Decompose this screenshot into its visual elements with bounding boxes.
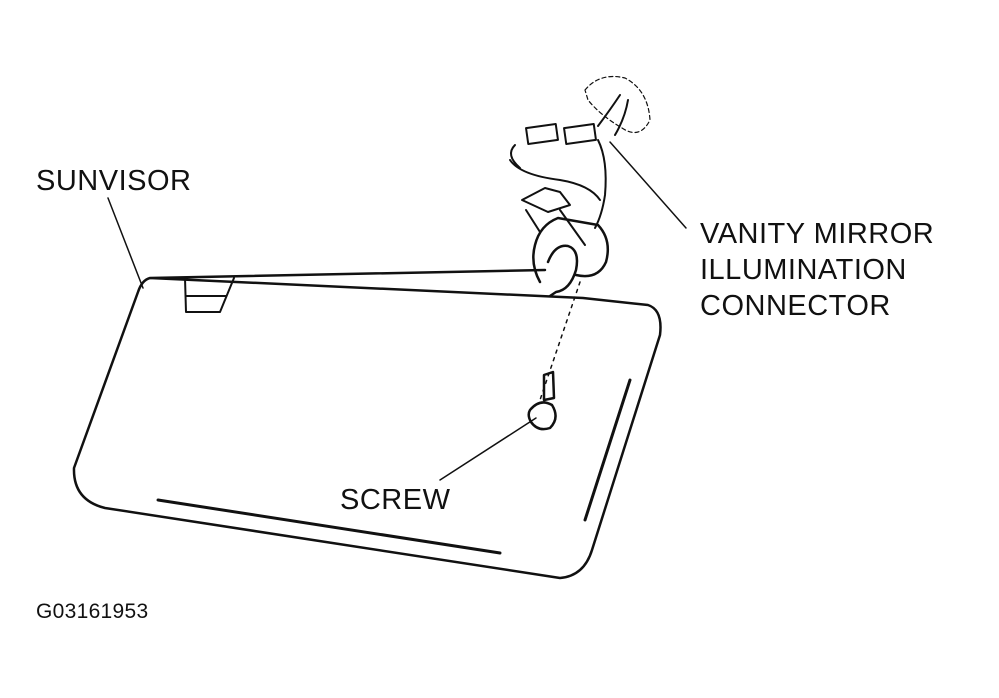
pivot-mount (532, 216, 609, 298)
connector-label-line-2: ILLUMINATION (700, 254, 907, 286)
visor-clip-notch (184, 277, 235, 313)
connector-plug-right (563, 122, 597, 146)
pivot-bracket (521, 187, 586, 246)
wire-harness (597, 94, 629, 136)
connector-wire (509, 139, 607, 229)
sunvisor-panel (72, 268, 662, 580)
connector-label-line-3: CONNECTOR (700, 290, 891, 322)
sunvisor-leader-line (107, 197, 144, 289)
sunvisor-label: SUNVISOR (36, 165, 192, 197)
screw-label: SCREW (340, 484, 451, 516)
vanity-mirror-connector-label: VANITY MIRROR ILLUMINATION CONNECTOR (700, 216, 934, 324)
visor-right-edge-line (583, 378, 632, 522)
screw (527, 370, 557, 431)
harness-outline-dashed (584, 75, 651, 134)
connector-plug-left (525, 122, 559, 146)
connector-leader-line (609, 141, 687, 229)
connector-label-line-1: VANITY MIRROR (700, 218, 935, 250)
visor-bottom-edge-line (156, 498, 502, 555)
screw-alignment-line (539, 281, 581, 401)
screw-leader-line (439, 417, 537, 481)
figure-id: G03161953 (36, 600, 149, 623)
